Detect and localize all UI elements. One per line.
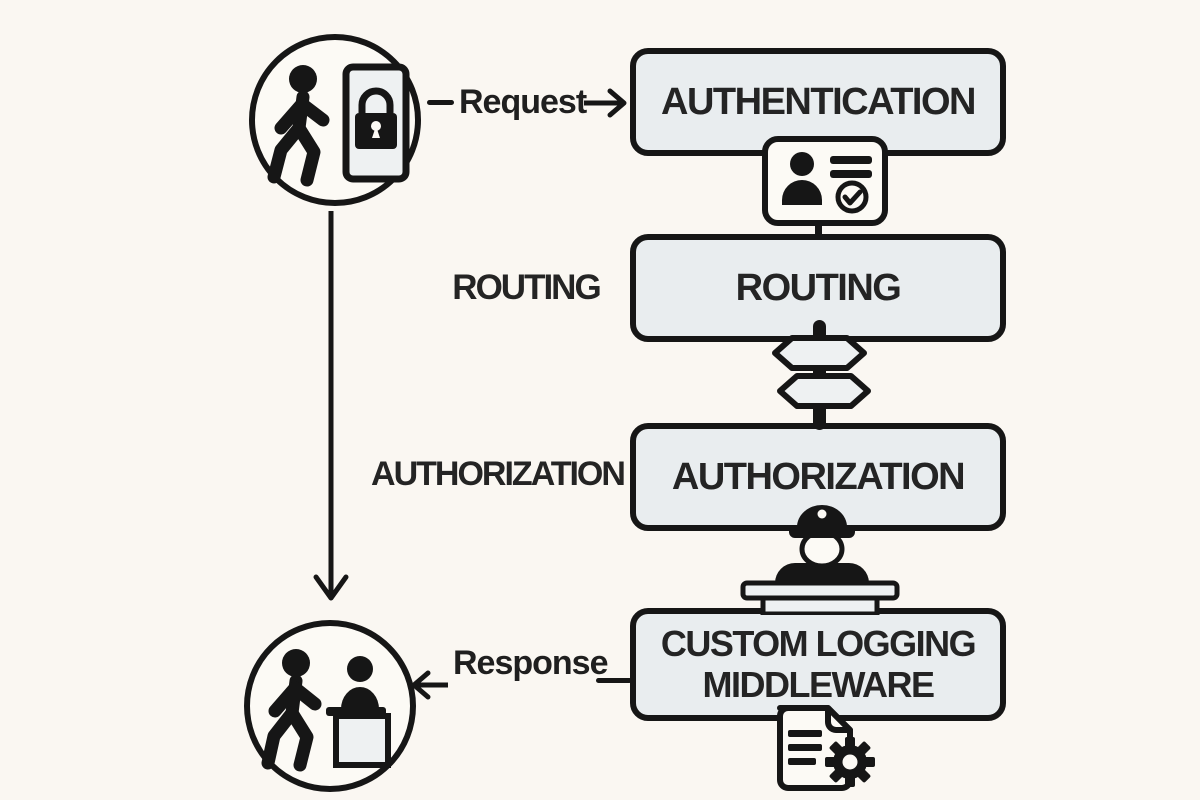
request-line-dash <box>427 100 454 105</box>
signpost-icon <box>772 320 871 430</box>
box-custom-logging-middleware: CUSTOM LOGGING MIDDLEWARE <box>630 608 1006 721</box>
side-label-routing: ROUTING <box>452 268 601 307</box>
box-authentication-label: AUTHENTICATION <box>661 80 976 123</box>
response-label: Response <box>453 644 608 682</box>
box-custom-logging-middleware-label: CUSTOM LOGGING MIDDLEWARE <box>660 623 977 705</box>
user-entering-locked-door-icon <box>249 34 421 206</box>
down-arrow-icon <box>313 211 349 601</box>
log-document-gear-icon <box>777 705 875 791</box>
id-card-check-icon <box>762 136 888 226</box>
left-arrow-icon <box>411 670 448 700</box>
right-arrow-icon <box>584 88 627 118</box>
box-authorization-label: AUTHORIZATION <box>671 455 966 498</box>
security-guard-desk-icon <box>740 505 900 615</box>
box-authorization: AUTHORIZATION <box>630 423 1006 531</box>
request-label: Request <box>459 83 587 121</box>
side-label-authorization: AUTHORIZATION <box>371 455 626 493</box>
box-routing-label: ROUTING <box>735 266 902 309</box>
response-line-stub <box>596 678 632 683</box>
user-at-reception-desk-icon <box>244 620 416 792</box>
